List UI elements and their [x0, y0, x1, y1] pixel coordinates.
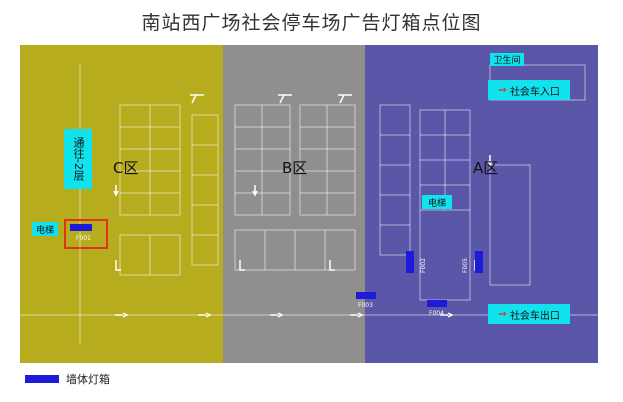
exit-sign: → 社会车出口	[488, 304, 570, 324]
lightbox-f003-code: F003	[358, 302, 373, 309]
lightbox-f002-code: F002	[420, 258, 427, 273]
elevator-center-text: 电梯	[427, 198, 446, 209]
highlight-frame	[64, 219, 108, 249]
lightbox-f005-code: F005	[462, 258, 469, 273]
lightbox-f001[interactable]	[70, 224, 92, 231]
elevator-center-sign: 电梯	[422, 195, 452, 209]
red-arrow-icon: →	[498, 308, 510, 320]
to-level2-sign: 通往-2层	[64, 129, 92, 189]
elevator-left-text: 电梯	[35, 225, 54, 236]
elevator-left-sign: 电梯	[32, 222, 58, 236]
zone-c-label: C区	[113, 159, 139, 177]
entrance-sign: → 社会车入口	[488, 80, 570, 100]
lightbox-f004-code: F004	[429, 310, 444, 317]
lightbox-f004[interactable]	[427, 300, 447, 307]
lightbox-f002[interactable]	[406, 251, 414, 273]
restroom-text: 卫生间	[493, 56, 521, 66]
legend-lightbox-label: 墙体灯箱	[66, 373, 110, 386]
parking-floor-plan: C区 B区 A区 通往-2层 电梯 电梯 卫生间 → 社会车入口 → 社会车出口…	[20, 45, 598, 363]
exit-text: 社会车出口	[509, 310, 560, 322]
zone-a-label: A区	[473, 159, 499, 177]
zone-c-area	[20, 45, 223, 363]
lightbox-f005[interactable]	[475, 251, 483, 273]
red-arrow-icon: →	[498, 84, 510, 96]
lightbox-f003[interactable]	[356, 292, 376, 299]
to-level2-text: 通往-2层	[72, 137, 85, 181]
legend-lightbox-swatch	[25, 375, 59, 383]
zone-b-area	[223, 45, 365, 363]
map-title: 南站西广场社会停车场广告灯箱点位图	[141, 12, 482, 34]
restroom-sign: 卫生间	[490, 53, 524, 66]
parking-stall-lines	[20, 64, 598, 345]
lightbox-f001-code: F001	[76, 235, 91, 242]
zone-b-label: B区	[282, 159, 308, 177]
entrance-text: 社会车入口	[509, 86, 560, 98]
